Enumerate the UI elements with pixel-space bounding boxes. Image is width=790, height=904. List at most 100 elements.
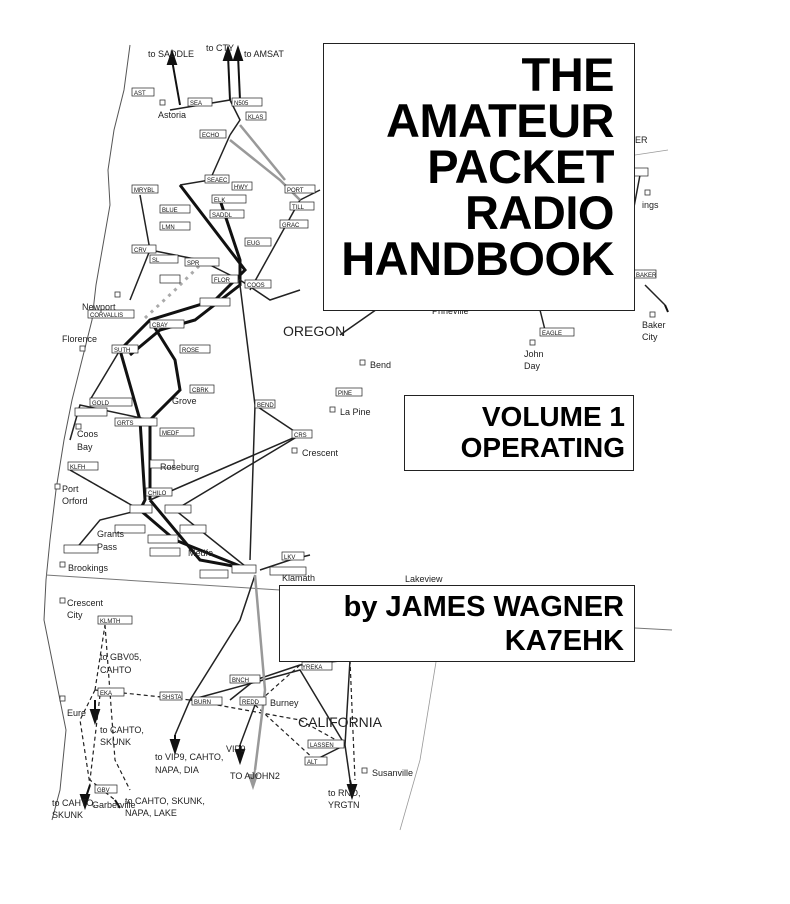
- dotted-link: [143, 263, 202, 320]
- author-callsign: KA7EHK: [504, 625, 624, 657]
- svg-text:Burney: Burney: [270, 698, 299, 708]
- svg-text:EAGLE: EAGLE: [542, 331, 562, 337]
- svg-text:N505: N505: [234, 101, 249, 107]
- coastline: [43, 44, 131, 821]
- svg-text:Garberville: Garberville: [92, 800, 136, 810]
- svg-text:Brookings: Brookings: [68, 563, 109, 573]
- book-title: THE AMATEUR PACKET RADIO HANDBOOK: [323, 43, 635, 311]
- node-names: AST SEA N505 KLAS ECHO SEAEC HWY MRYBL E…: [70, 91, 657, 794]
- svg-text:TO AJOHN2: TO AJOHN2: [230, 771, 280, 781]
- svg-text:ings: ings: [642, 200, 659, 210]
- svg-text:SUTH: SUTH: [114, 348, 130, 354]
- svg-text:SKUNK: SKUNK: [52, 810, 83, 820]
- svg-text:LMN: LMN: [162, 225, 175, 231]
- svg-text:AST: AST: [134, 91, 146, 97]
- svg-text:CBAY: CBAY: [152, 323, 168, 329]
- svg-text:ALT: ALT: [307, 760, 318, 766]
- state-names: OREGON CALIFORNIA: [283, 323, 383, 730]
- svg-text:Crescent: Crescent: [67, 598, 104, 608]
- title-line-5: HANDBOOK: [341, 232, 614, 285]
- svg-text:GRTS: GRTS: [117, 421, 134, 427]
- svg-text:to CTY: to CTY: [206, 43, 234, 53]
- svg-text:John: John: [524, 349, 544, 359]
- svg-text:Grove: Grove: [172, 396, 197, 406]
- svg-text:Pass: Pass: [97, 542, 118, 552]
- svg-text:Medfo: Medfo: [188, 548, 213, 558]
- author-label: by JAMES WAGNER KA7EHK: [279, 585, 635, 662]
- svg-text:MRYBL: MRYBL: [134, 188, 155, 194]
- svg-text:SHSTA: SHSTA: [162, 695, 182, 701]
- link-destinations: to SADDLE to CTY to AMSAT to GBV05, CAHT…: [52, 43, 361, 820]
- svg-text:Grants: Grants: [97, 529, 125, 539]
- svg-text:PINE: PINE: [338, 391, 352, 397]
- svg-text:LASSEN: LASSEN: [310, 743, 334, 749]
- title-line-4: RADIO: [465, 186, 614, 239]
- svg-text:CORVALLIS: CORVALLIS: [90, 313, 123, 319]
- svg-text:REDD: REDD: [242, 700, 260, 706]
- svg-text:CRV: CRV: [134, 248, 147, 254]
- svg-text:to VIP9, CAHTO,: to VIP9, CAHTO,: [155, 752, 223, 762]
- svg-text:HWY: HWY: [234, 185, 248, 191]
- svg-text:Baker: Baker: [642, 320, 666, 330]
- svg-text:to CAHTO,: to CAHTO,: [52, 798, 96, 808]
- svg-text:GRAC: GRAC: [282, 223, 300, 229]
- svg-text:PORT: PORT: [287, 188, 304, 194]
- svg-text:Bay: Bay: [77, 442, 93, 452]
- svg-text:BURN: BURN: [194, 700, 211, 706]
- svg-text:La Pine: La Pine: [340, 407, 371, 417]
- title-line-1: THE: [521, 48, 615, 101]
- svg-text:VIP9: VIP9: [226, 744, 246, 754]
- svg-text:YREKA: YREKA: [302, 665, 322, 671]
- svg-text:Crescent: Crescent: [302, 448, 339, 458]
- svg-text:to CAHTO, SKUNK,: to CAHTO, SKUNK,: [125, 796, 205, 806]
- svg-text:ECHO: ECHO: [202, 133, 220, 139]
- svg-text:CAHTO: CAHTO: [100, 665, 131, 675]
- svg-text:ER: ER: [635, 135, 648, 145]
- svg-text:SL: SL: [152, 258, 160, 264]
- svg-text:EKA: EKA: [100, 691, 112, 697]
- svg-text:CHILO: CHILO: [148, 491, 167, 497]
- svg-text:to CAHTO,: to CAHTO,: [100, 725, 144, 735]
- border-ne: [634, 149, 669, 156]
- network-links: [69, 99, 666, 781]
- svg-text:to AMSAT: to AMSAT: [244, 49, 284, 59]
- state-border: [45, 574, 281, 591]
- svg-text:SKUNK: SKUNK: [100, 737, 131, 747]
- svg-text:Orford: Orford: [62, 496, 88, 506]
- svg-text:BNCH: BNCH: [232, 678, 249, 684]
- svg-text:SPR: SPR: [187, 261, 200, 267]
- svg-text:to RNO,: to RNO,: [328, 788, 361, 798]
- svg-text:CBRK: CBRK: [192, 388, 209, 394]
- svg-text:BAKER: BAKER: [636, 273, 657, 279]
- svg-text:CALIFORNIA: CALIFORNIA: [298, 714, 383, 730]
- svg-text:to GBV05,: to GBV05,: [100, 652, 142, 662]
- link-arrows: [79, 44, 669, 811]
- author-name: by JAMES WAGNER: [343, 591, 624, 623]
- state-border-east: [634, 627, 673, 631]
- svg-text:Port: Port: [62, 484, 79, 494]
- svg-text:to SADDLE: to SADDLE: [148, 49, 194, 59]
- svg-text:CRS: CRS: [294, 433, 307, 439]
- svg-text:Astoria: Astoria: [158, 110, 186, 120]
- svg-text:Prineville: Prineville: [432, 306, 469, 316]
- svg-text:BEND: BEND: [257, 403, 274, 409]
- svg-text:MEDF: MEDF: [162, 431, 179, 437]
- title-line-3: PACKET: [427, 140, 614, 193]
- svg-text:COOS: COOS: [247, 283, 265, 289]
- svg-text:OREGON: OREGON: [283, 323, 345, 339]
- volume-label: VOLUME 1 OPERATING: [404, 395, 634, 471]
- svg-text:Eure: Eure: [67, 708, 86, 718]
- svg-text:ROSE: ROSE: [182, 348, 199, 354]
- svg-text:Newport: Newport: [82, 302, 116, 312]
- svg-text:Day: Day: [524, 361, 541, 371]
- svg-text:KLFH: KLFH: [70, 465, 85, 471]
- svg-text:GBV: GBV: [97, 788, 110, 794]
- svg-text:FLOR: FLOR: [214, 278, 231, 284]
- place-names: Astoria Newport Florence Coos Bay Port O…: [62, 110, 666, 810]
- svg-text:SADDL: SADDL: [212, 213, 233, 219]
- svg-text:BLUE: BLUE: [162, 208, 178, 214]
- svg-text:SEAEC: SEAEC: [207, 178, 228, 184]
- svg-text:Klamath: Klamath: [282, 573, 315, 583]
- node-boxes: [63, 87, 657, 794]
